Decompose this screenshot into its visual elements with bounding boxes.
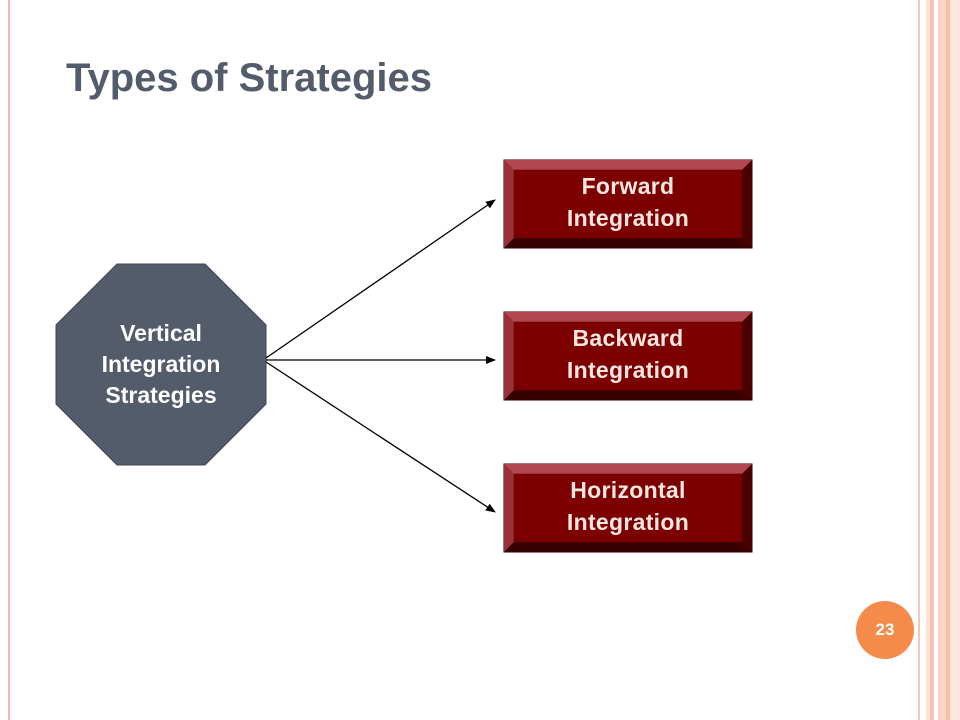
forward-line-2: Integration: [566, 205, 690, 231]
horizontal-integration-label: Horizontal Integration: [504, 462, 752, 550]
horizontal-line-2: Integration: [566, 509, 690, 535]
page-number-badge: 23: [856, 601, 914, 659]
arrow-to-forward: [265, 199, 496, 359]
vertical-integration-octagon: [55, 263, 267, 466]
right-decorative-stripes: [916, 0, 960, 720]
octagon-line-3: Strategies: [105, 381, 217, 408]
page-number: 23: [875, 620, 895, 639]
forward-integration-box: [503, 159, 753, 249]
vertical-integration-label: Vertical Integration Strategies: [56, 264, 266, 464]
forward-line-1: Forward: [581, 173, 675, 199]
backward-integration-box: [503, 311, 753, 401]
backward-line-2: Integration: [566, 357, 690, 383]
forward-integration-label: Forward Integration: [504, 158, 752, 246]
backward-line-1: Backward: [572, 325, 684, 351]
horizontal-integration-box: [503, 463, 753, 553]
octagon-line-1: Vertical: [120, 319, 202, 346]
slide-title: Types of Strategies: [66, 56, 433, 100]
arrow-to-horizontal: [265, 361, 496, 513]
octagon-line-2: Integration: [101, 350, 221, 377]
horizontal-line-1: Horizontal: [570, 477, 686, 503]
left-border-line: [8, 0, 10, 720]
backward-integration-label: Backward Integration: [504, 310, 752, 398]
